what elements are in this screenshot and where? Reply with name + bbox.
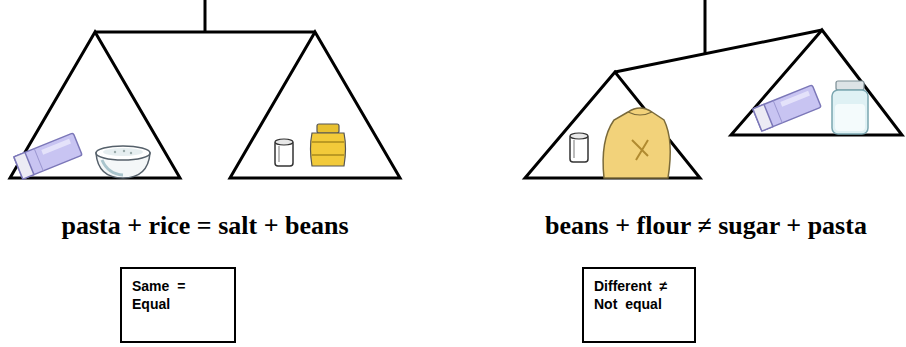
equation-label: pasta + rice = salt + beans xyxy=(61,212,348,241)
pasta-package xyxy=(14,133,82,179)
pasta-package-part xyxy=(14,133,82,179)
pasta-package xyxy=(753,85,821,131)
sugar-jar-part xyxy=(836,81,864,90)
unbalanced-scale-part xyxy=(731,30,902,135)
rice-bowl-part xyxy=(130,152,132,154)
flour-bag-part xyxy=(632,140,648,160)
balanced-scale-part xyxy=(230,32,400,178)
pasta-package-part xyxy=(753,85,821,131)
beans-jar xyxy=(311,124,346,166)
equation-label: beans + flour ≠ sugar + pasta xyxy=(545,212,867,241)
balanced-scale-part xyxy=(95,31,315,34)
flour-bag xyxy=(603,108,670,178)
sugar-jar-part xyxy=(835,104,865,131)
salt-shaker-part xyxy=(278,146,280,162)
salt-shaker xyxy=(275,139,293,166)
pasta-package-part xyxy=(34,149,43,171)
balanced-scale-part xyxy=(204,0,207,32)
beans-jar-part xyxy=(311,133,346,166)
pasta-package-part xyxy=(773,101,782,123)
rice-bowl-part xyxy=(102,160,123,175)
pasta-package-part xyxy=(753,104,773,131)
unbalanced-scale xyxy=(525,0,902,178)
flour-bag-part xyxy=(628,112,652,115)
salt-shaker-part xyxy=(573,140,575,158)
sugar-jar xyxy=(832,81,868,134)
definition-box: Different ≠ Not equal xyxy=(582,267,696,343)
salt-shaker-part xyxy=(275,139,293,145)
pasta-package-part xyxy=(780,91,810,107)
unbalanced-scale-part xyxy=(704,0,707,54)
rice-bowl-part xyxy=(96,146,150,160)
pasta-package-part xyxy=(14,152,34,179)
box-text: Different ≠ Not equal xyxy=(594,277,684,313)
salt-shaker xyxy=(570,133,588,162)
sugar-jar-part xyxy=(832,90,868,134)
pasta-package-part xyxy=(41,139,71,155)
unbalanced-scale-part xyxy=(525,72,700,178)
rice-bowl-part xyxy=(123,150,125,152)
rice-bowl-part xyxy=(103,148,143,156)
beans-jar-part xyxy=(312,141,344,143)
flour-bag-part xyxy=(603,108,670,178)
box-text: Same = Equal xyxy=(132,277,196,313)
rice-bowl xyxy=(96,146,150,178)
definition-box: Same = Equal xyxy=(120,267,236,343)
beans-jar-part xyxy=(312,154,344,156)
beans-jar-part xyxy=(317,124,339,133)
salt-shaker-part xyxy=(570,133,588,139)
rice-bowl-part xyxy=(114,151,116,153)
